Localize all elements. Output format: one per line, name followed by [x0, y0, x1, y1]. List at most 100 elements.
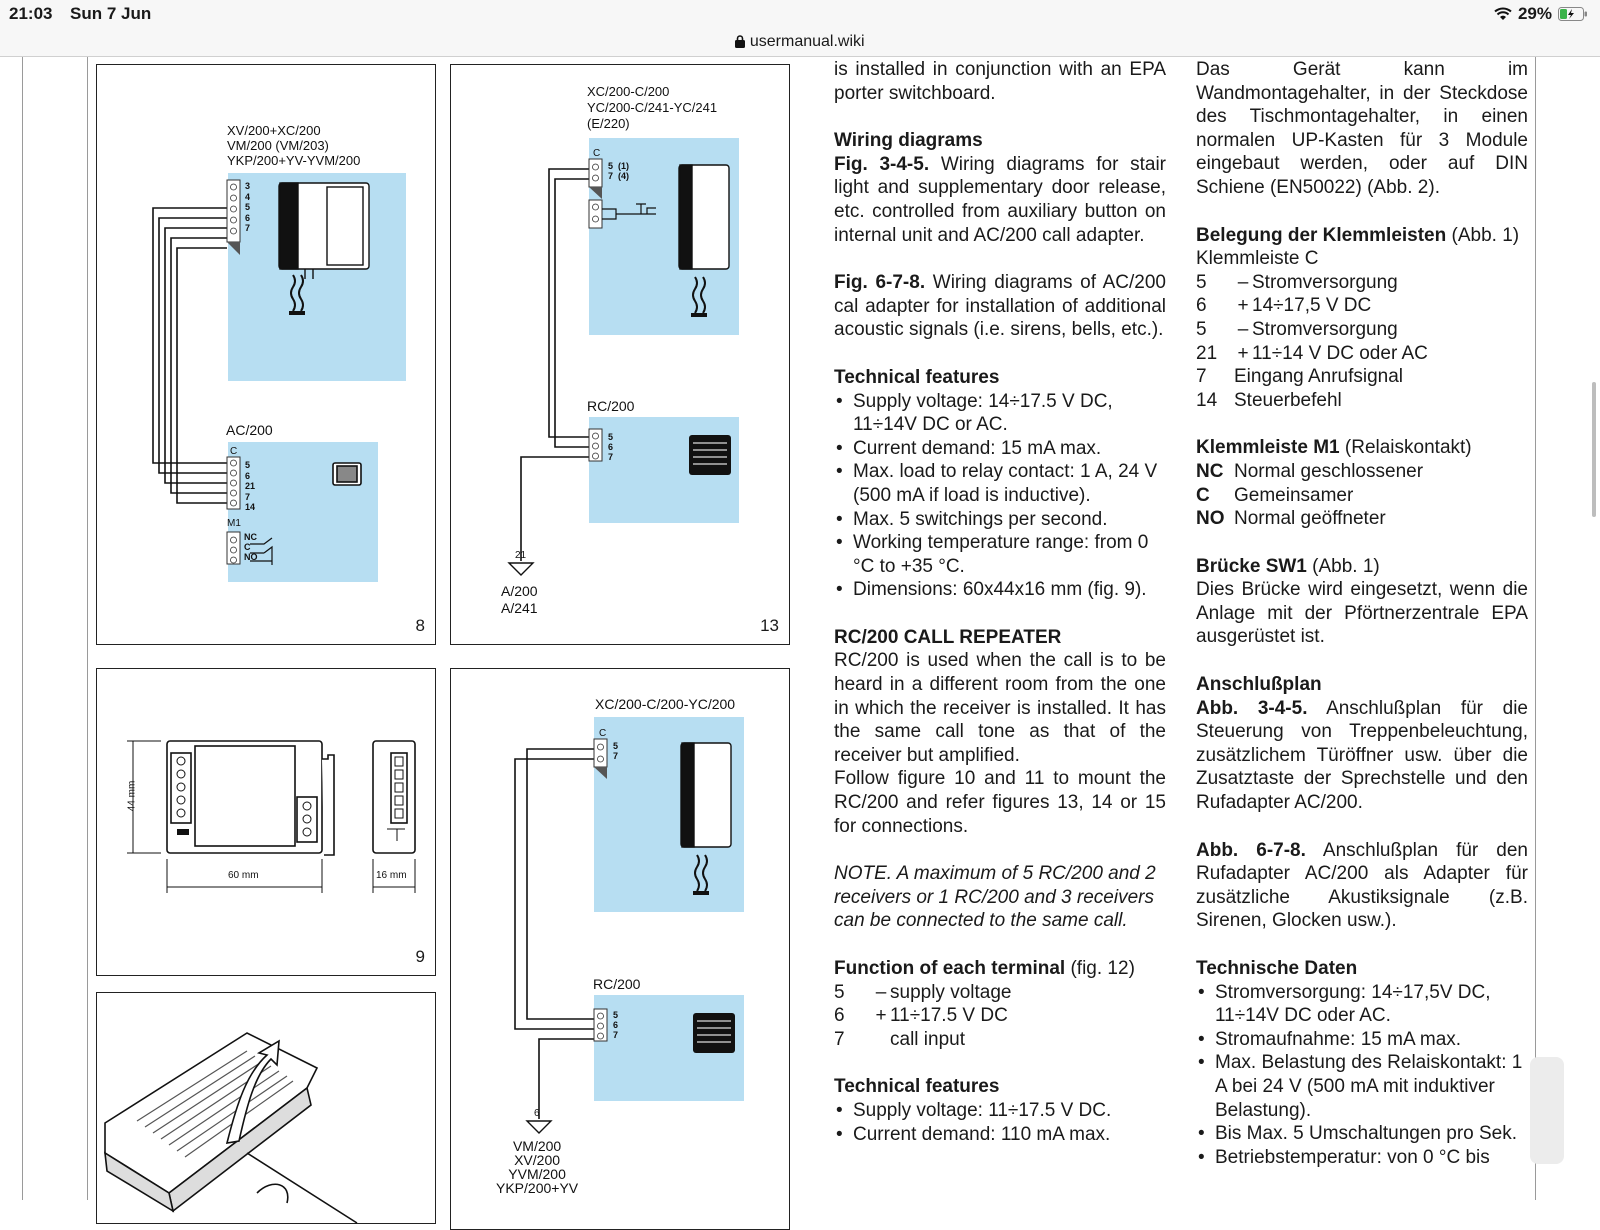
fig14-wiring: [514, 738, 735, 1134]
en-intro: is installed in conjunction with an EPA …: [834, 59, 1166, 104]
terminal-row: 6+11÷17.5 V DC: [834, 1005, 1008, 1027]
de-beleg-ref: (Abb. 1): [1446, 224, 1520, 246]
figure-10-partial: [96, 992, 436, 1224]
de-intro: Das Gerät kann im Wandmontagehalter, in …: [1196, 59, 1528, 198]
list-item: Betriebstemperatur: von 0 °C bis: [1196, 1146, 1528, 1170]
en-func-ref: (fig. 12): [1065, 958, 1135, 979]
figure-13-number: 13: [760, 616, 779, 635]
fig13-model-2: YC/200-C/241-YC/241: [587, 100, 718, 115]
list-item: Stromversorgung: 14÷17,5V DC, 11÷14V DC …: [1196, 981, 1528, 1028]
fig14-rc-speaker: [693, 1013, 735, 1053]
fig13-model-1: XC/200-C/200: [587, 84, 670, 99]
de-plan-para-2: Abb. 6-7-8. Anschlußplan für den Rufadap…: [1196, 839, 1528, 933]
status-time: 21:03: [9, 4, 53, 23]
status-right: 29%: [1494, 4, 1588, 24]
en-tech2-title: Technical features: [834, 1076, 1000, 1098]
fig8-wiring: [152, 179, 370, 565]
wifi-icon: [1494, 7, 1512, 20]
fig8-ac-terminal-labels: 5 6 21 7 14: [245, 460, 256, 512]
fig13-c-label: C: [593, 148, 601, 159]
en-tech-list: Supply voltage: 14÷17.5 V DC, 11÷14V DC …: [834, 390, 1166, 602]
de-beleg-title: Belegung der Klemmleisten: [1196, 224, 1447, 246]
fig8-model-1: XV/200+XC/200: [227, 123, 321, 138]
german-column: Das Gerät kann im Wandmontagehalter, in …: [1196, 58, 1528, 1169]
url-bar[interactable]: usermanual.wiki: [0, 30, 1600, 57]
document-page: XV/200+XC/200 VM/200 (VM/203) YKP/200+YV…: [0, 57, 1600, 1230]
en-note: NOTE. A maximum of 5 RC/200 and 2 receiv…: [834, 863, 1156, 932]
fig9-depth-label: 16 mm: [376, 870, 407, 881]
list-item: Working temperature range: from 0 °C to …: [834, 531, 1166, 578]
de-plan-fig-2: Abb. 6-7-8.: [1196, 839, 1306, 861]
de-plan-title: Anschlußplan: [1196, 674, 1322, 696]
fig8-ac-title: AC/200: [226, 422, 273, 438]
fig9-drawing: [127, 740, 416, 893]
en-wiring-title: Wiring diagrams: [834, 130, 983, 152]
de-plan-text-2: Anschlußplan für den Rufadapter AC/200 a…: [1196, 839, 1528, 932]
fig9-width-label: 60 mm: [228, 870, 259, 881]
de-klemm-c: Klemmleiste C: [1196, 248, 1319, 270]
address-display[interactable]: usermanual.wiki: [0, 30, 1600, 54]
page-margin-inner: [87, 57, 88, 1200]
fig13-rc-speaker: [689, 435, 731, 475]
url-text: usermanual.wiki: [749, 33, 865, 50]
scroll-handle[interactable]: [1530, 1057, 1564, 1164]
de-plan-text-1: Anschlußplan für die Steuerung von Trepp…: [1196, 697, 1528, 814]
en-wiring-text-2: Wiring diagrams of AC/200 cal adapter fo…: [834, 272, 1166, 341]
de-plan-fig-1: Abb. 3-4-5.: [1196, 697, 1308, 719]
en-wiring-para-1: Fig. 3-4-5. Wiring diagrams for stair li…: [834, 153, 1166, 247]
de-beleg-heading: Belegung der Klemmleisten (Abb. 1): [1196, 224, 1528, 248]
fig8-model-2: VM/200 (VM/203): [227, 138, 329, 153]
fig14-models: XC/200-C/200-YC/200: [595, 696, 736, 712]
figure-9-number: 9: [415, 947, 425, 966]
page-margin-left: [22, 57, 23, 1200]
en-wiring-text-1: Wiring diagrams for stair light and supp…: [834, 153, 1166, 246]
fig8-ac-device: [332, 462, 362, 486]
en-rc-text-2: Follow figure 10 and 11 to mount the RC/…: [834, 768, 1166, 837]
fig14-rc-terminals: 5 6 7: [613, 1010, 619, 1040]
figure-9: 44 mm 60 mm 16 mm: [96, 668, 436, 976]
fig8-handset: [278, 182, 370, 279]
list-item: Dimensions: 60x44x16 mm (fig. 9).: [834, 578, 1166, 602]
fig14-rc-title: RC/200: [593, 976, 641, 992]
en-func-title: Function of each terminal: [834, 958, 1066, 979]
fig13-output-label: A/200 A/241: [501, 583, 538, 616]
fig8-m1-label: M1: [227, 518, 241, 529]
de-tech-list: Stromversorgung: 14÷17,5V DC, 11÷14V DC …: [1196, 981, 1528, 1170]
status-date: Sun 7 Jun: [70, 4, 152, 23]
list-item: Max. 5 switchings per second.: [834, 508, 1166, 532]
terminal-row: 6+14÷17,5 V DC: [1196, 295, 1372, 317]
page-margin-right: [1535, 57, 1536, 1200]
de-sw1-ref: (Abb. 1): [1306, 555, 1380, 577]
en-wiring-fig-2: Fig. 6-7-8.: [834, 272, 926, 294]
list-item: Stromaufnahme: 15 mA max.: [1196, 1028, 1528, 1052]
fig8-terminal-block: [226, 179, 241, 565]
fig13-rc-terminals: 5 6 7: [608, 432, 614, 462]
fig13-wiring: [507, 158, 731, 576]
fig14-terminal-labels: 5 7: [613, 741, 619, 761]
list-item: Supply voltage: 14÷17.5 V DC, 11÷14V DC …: [834, 390, 1166, 437]
en-wiring-fig-1: Fig. 3-4-5.: [834, 153, 930, 175]
fig13-rc-title: RC/200: [587, 398, 635, 414]
vertical-scrollbar[interactable]: [1592, 382, 1596, 517]
en-wiring-para-2: Fig. 6-7-8. Wiring diagrams of AC/200 ca…: [834, 271, 1166, 342]
terminal-row: 21+11÷14 V DC oder AC: [1196, 342, 1428, 364]
terminal-row: 5–Stromversorgung: [1196, 271, 1398, 293]
status-bar: 21:03 Sun 7 Jun 29%: [0, 0, 1600, 30]
de-m1-ref: (Relaiskontakt): [1339, 437, 1472, 459]
en-tech2-list: Supply voltage: 11÷17.5 V DC. Current de…: [834, 1099, 1166, 1146]
list-item: Supply voltage: 11÷17.5 V DC.: [834, 1099, 1166, 1123]
fig13-model-3: (E/220): [587, 116, 630, 131]
de-sw1-text: Dies Brücke wird eingesetzt, wenn die An…: [1196, 579, 1528, 648]
battery-icon: [1558, 7, 1587, 21]
de-sw1-title: Brücke SW1: [1196, 555, 1307, 577]
fig13-terminal-labels: 5 (1) 7 (4): [608, 161, 630, 181]
fig13-handset: [678, 164, 730, 270]
fig14-output-label: VM/200 XV/200 YVM/200 YKP/200+YV: [496, 1138, 579, 1196]
english-column: is installed in conjunction with an EPA …: [834, 58, 1166, 1146]
fig14-c-label: C: [599, 728, 607, 739]
